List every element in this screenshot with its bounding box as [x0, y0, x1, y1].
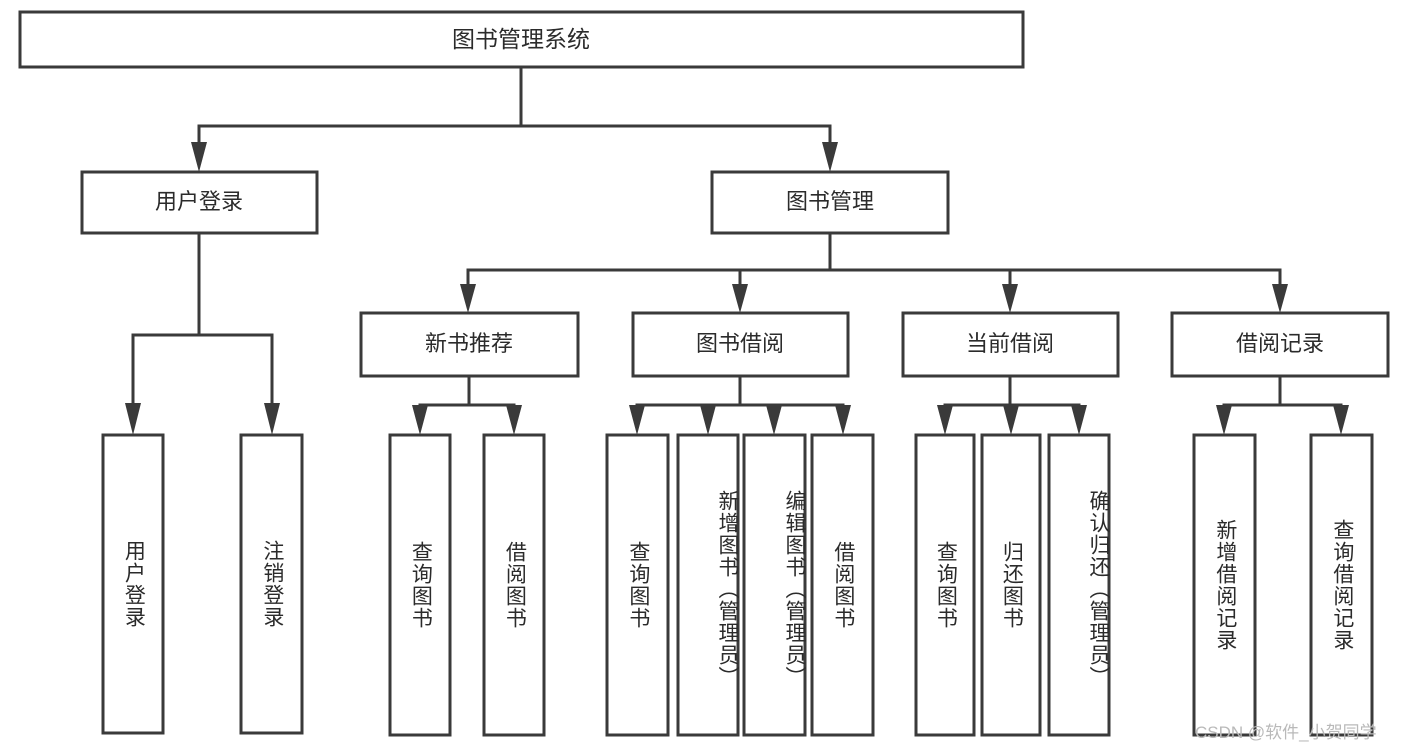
- node-box-leaf-query-book-1[interactable]: [388, 433, 452, 737]
- arrow-head-leaf-confirm-return: [1071, 405, 1087, 435]
- arrow-head-book-mgmt: [822, 142, 838, 172]
- arrow-head-book-borrow: [732, 284, 748, 313]
- node-box-leaf-borrow-book-2[interactable]: [810, 433, 875, 737]
- node-box-leaf-logout[interactable]: [239, 433, 304, 735]
- arrow-head-leaf-user-login: [125, 403, 141, 435]
- arrow-head-leaf-query-book-3: [937, 405, 953, 435]
- node-box-leaf-query-record[interactable]: [1309, 433, 1374, 737]
- node-box-leaf-add-book[interactable]: [676, 433, 740, 737]
- node-box-leaf-borrow-book-1[interactable]: [482, 433, 546, 737]
- arrow-head-leaf-add-book: [700, 405, 716, 435]
- node-box-leaf-return-book[interactable]: [980, 433, 1042, 737]
- node-box-leaf-user-login[interactable]: [101, 433, 165, 735]
- arrow-head-leaf-borrow-book-2: [835, 405, 851, 435]
- node-box-borrow-record[interactable]: [1170, 311, 1390, 378]
- node-label-book-borrow: 图书借阅: [696, 331, 784, 356]
- node-box-leaf-query-book-2[interactable]: [605, 433, 670, 737]
- arrow-head-leaf-logout: [264, 403, 280, 435]
- node-label-current-borrow: 当前借阅: [966, 331, 1054, 356]
- arrow-head-leaf-return-book: [1003, 405, 1019, 435]
- arrow-head-leaf-borrow-book-1: [506, 405, 522, 435]
- arrow-head-borrow-record: [1272, 284, 1288, 313]
- arrow-head-leaf-edit-book: [766, 405, 782, 435]
- node-box-new-book-recommend[interactable]: [359, 311, 580, 378]
- node-box-root[interactable]: [18, 10, 1025, 69]
- node-box-current-borrow[interactable]: [901, 311, 1120, 378]
- node-box-leaf-edit-book[interactable]: [742, 433, 807, 737]
- node-box-book-borrow[interactable]: [631, 311, 850, 378]
- node-box-book-management[interactable]: [710, 170, 950, 235]
- node-box-leaf-confirm-return[interactable]: [1047, 433, 1111, 737]
- arrow-head-new-book: [460, 284, 476, 313]
- node-label-borrow-record: 借阅记录: [1236, 331, 1324, 356]
- node-label-new-book-recommend: 新书推荐: [425, 331, 513, 356]
- node-box-leaf-add-record[interactable]: [1192, 433, 1257, 737]
- node-label-book-management: 图书管理: [786, 189, 874, 214]
- node-label-user-login: 用户登录: [155, 189, 243, 214]
- arrow-head-leaf-query-record: [1333, 405, 1349, 435]
- arrow-head-leaf-query-book-1: [412, 405, 428, 435]
- arrow-head-current-borrow: [1002, 284, 1018, 313]
- watermark-text: CSDN @软件_小贺同学: [1195, 723, 1377, 742]
- node-label-root: 图书管理系统: [452, 26, 590, 52]
- arrow-head-user-login: [191, 142, 207, 172]
- node-box-leaf-query-book-3[interactable]: [914, 433, 976, 737]
- arrow-head-leaf-add-record: [1216, 405, 1232, 435]
- arrow-head-leaf-query-book-2: [629, 405, 645, 435]
